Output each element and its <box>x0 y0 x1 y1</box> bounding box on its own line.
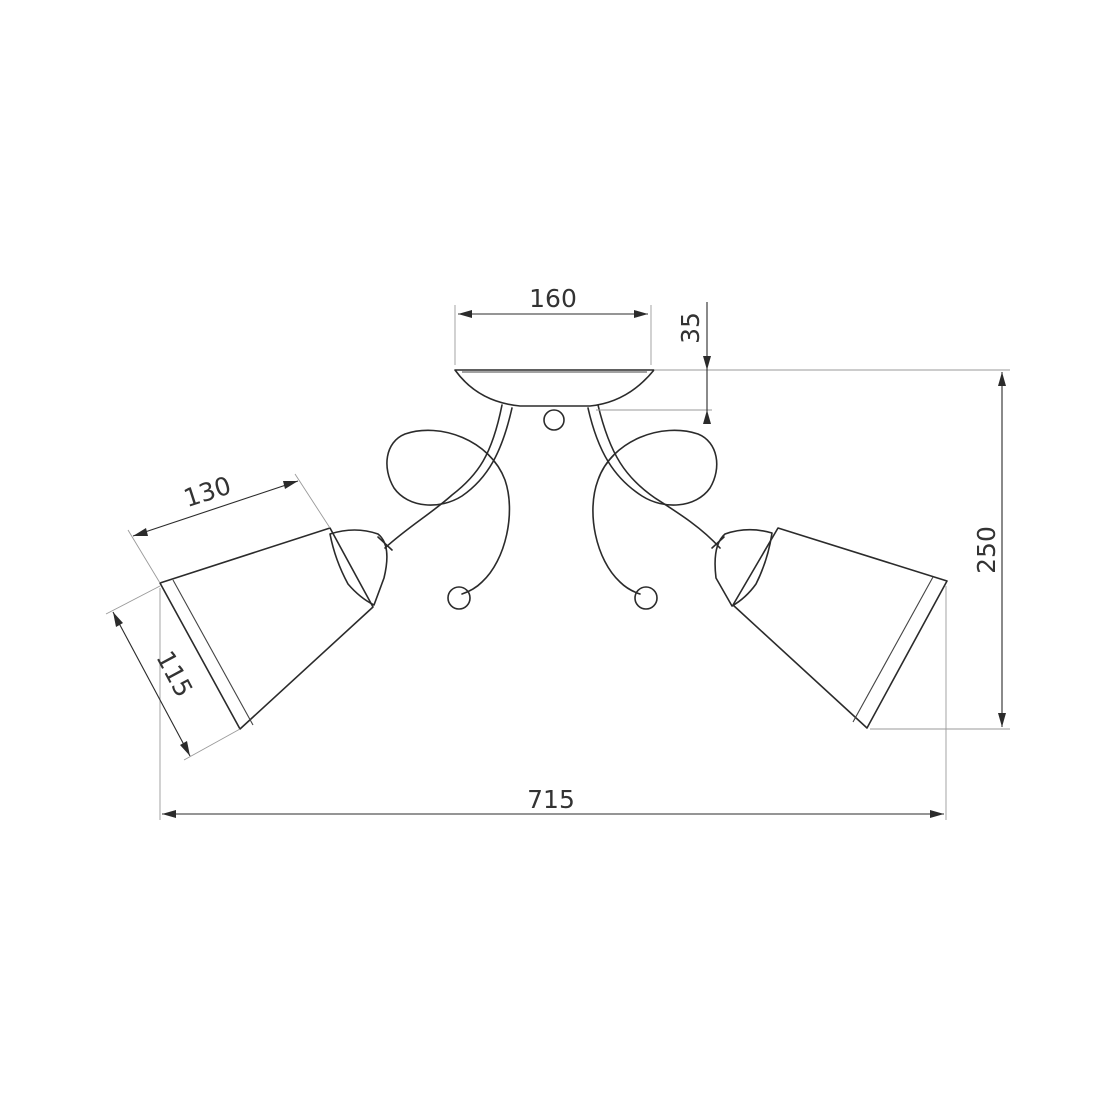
shade-diameter-dim-line <box>112 611 191 757</box>
total-height-label: 250 <box>972 526 1001 574</box>
center-finial <box>543 409 565 431</box>
lamp-outline <box>159 369 948 730</box>
right-shade-band <box>852 576 934 723</box>
right-arm <box>597 404 721 549</box>
shade-diameter-label: 115 <box>151 646 199 702</box>
left-shade-band <box>172 579 254 726</box>
right-holder-neck <box>711 536 725 549</box>
right-shade <box>732 527 948 729</box>
left-shade <box>159 527 374 730</box>
canopy-width-label: 160 <box>529 284 577 313</box>
right-lamp-holder <box>714 528 773 607</box>
left-lamp-holder <box>329 529 388 606</box>
shade-length-dim-line <box>132 480 299 537</box>
left-arm <box>384 404 503 549</box>
dimension-lines: 160 35 250 715 130 115 <box>105 284 1010 820</box>
right-arm-scroll <box>587 407 718 595</box>
canopy-height-label: 35 <box>676 312 705 344</box>
total-width-label: 715 <box>527 785 575 814</box>
shade-length-label: 130 <box>180 471 234 513</box>
left-holder-neck <box>377 536 393 551</box>
left-arm-scroll <box>386 407 513 595</box>
ceiling-canopy <box>454 369 655 407</box>
right-scroll-ball <box>634 586 658 610</box>
left-scroll-ball <box>447 586 471 610</box>
